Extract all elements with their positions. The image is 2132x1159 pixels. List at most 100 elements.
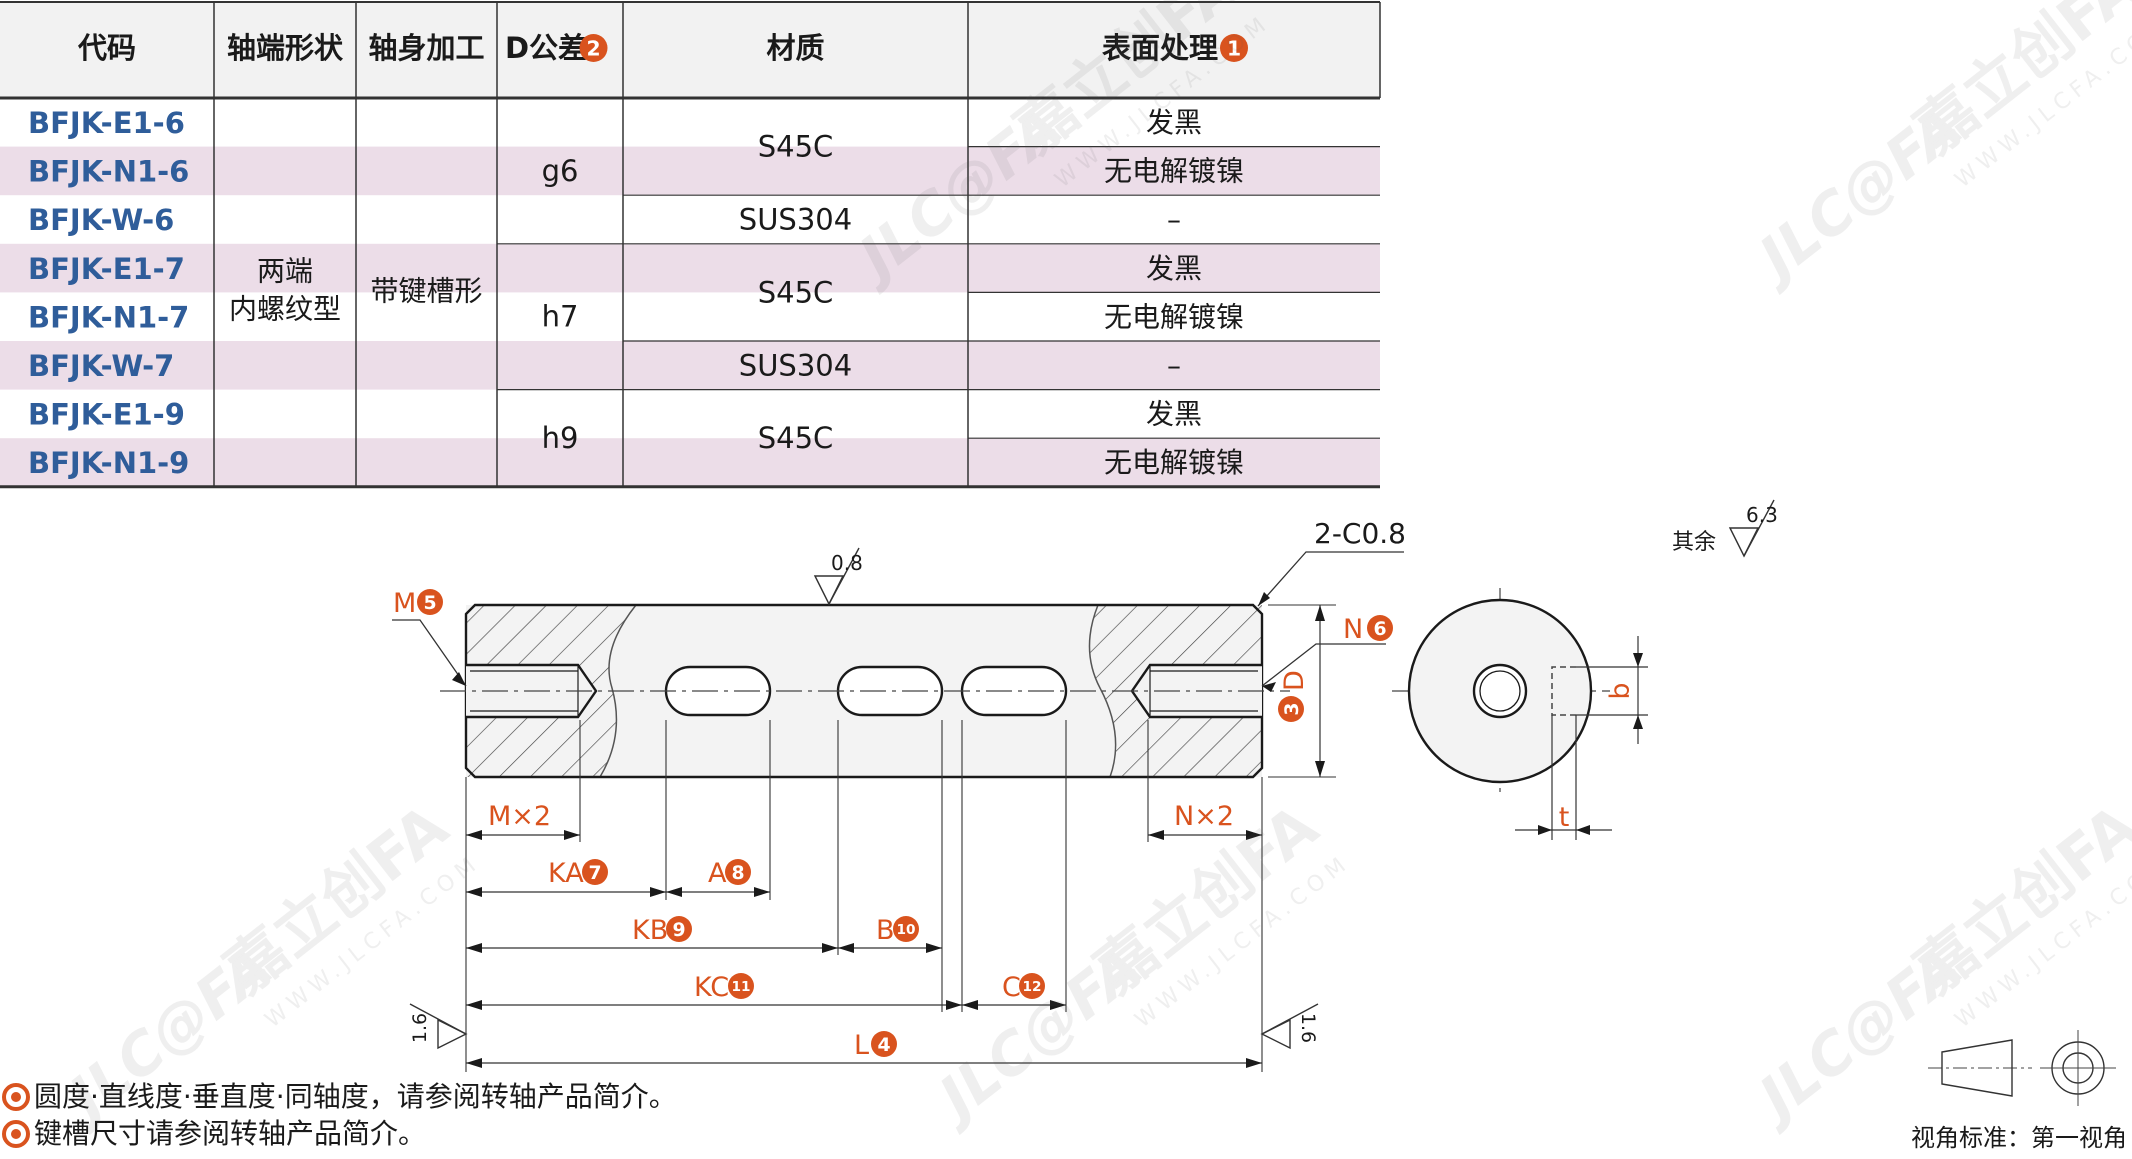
surface-cell: 发黑 bbox=[1146, 398, 1202, 431]
header-3: D公差 bbox=[505, 31, 587, 65]
code-cell: BFJK-E1-7 bbox=[28, 252, 185, 286]
material-cell: SUS304 bbox=[739, 203, 852, 237]
roughness-body-symbol-stem bbox=[828, 547, 860, 605]
note-bullet-icon bbox=[2, 1083, 30, 1111]
note-bullet-dot bbox=[11, 1129, 21, 1139]
roughness-body-symbol-triangle bbox=[813, 575, 845, 606]
dim-D-badge: 3 bbox=[1278, 696, 1304, 722]
surface-cell: 发黑 bbox=[1146, 106, 1202, 139]
shaft-end-view: bt bbox=[1392, 588, 1648, 840]
material-cell: S45C bbox=[758, 275, 834, 309]
roughness-rest-symbol-stem bbox=[1743, 499, 1775, 557]
roughness-rest-symbol: 6.3 bbox=[1728, 499, 1778, 558]
roughness-right-end-value: 1.6 bbox=[1297, 1013, 1319, 1043]
material-cell: SUS304 bbox=[739, 348, 852, 382]
code-cell: BFJK-N1-7 bbox=[28, 300, 189, 334]
table-header-bg bbox=[0, 2, 1380, 98]
dim-D-label-group: 3D bbox=[1278, 670, 1310, 722]
dim-KA-badge-disc bbox=[582, 859, 608, 885]
code-cell: BFJK-W-6 bbox=[28, 203, 174, 237]
material-cell: S45C bbox=[758, 130, 834, 164]
leader-N-arrow bbox=[1262, 682, 1276, 692]
dim-Nx2-label: N×2 bbox=[1174, 801, 1234, 832]
dim-A-badge-disc bbox=[725, 859, 751, 885]
roughness-body-symbol-value: 0.8 bbox=[831, 551, 863, 575]
header-note-5-badge-disc bbox=[1220, 34, 1248, 62]
surface-cell: 无电解镀镍 bbox=[1104, 446, 1244, 479]
roughness-rest-label: 其余 bbox=[1672, 530, 1716, 555]
dim-B-badge-disc bbox=[893, 916, 919, 942]
dim-KA-label: KA bbox=[548, 858, 584, 889]
leader-M bbox=[392, 619, 467, 687]
roughness-rest-symbol-value: 6.3 bbox=[1746, 503, 1778, 527]
shaft-end-line2: 内螺纹型 bbox=[229, 292, 341, 325]
dim-Mx2-label: M×2 bbox=[488, 801, 551, 832]
roughness-body-symbol: 0.8 bbox=[813, 547, 863, 606]
dim-D-badge-number: 3 bbox=[1282, 702, 1303, 715]
dim-D-label: D bbox=[1279, 670, 1310, 691]
label-M-badge: 5 bbox=[417, 589, 443, 615]
surface-cell: – bbox=[1167, 349, 1181, 382]
code-cell: BFJK-E1-6 bbox=[28, 106, 185, 140]
header-note-3-badge-disc bbox=[579, 34, 608, 62]
header-5: 表面处理 bbox=[1102, 31, 1218, 65]
label-M: M bbox=[393, 588, 416, 619]
note-bullet-icon bbox=[2, 1120, 30, 1148]
leader-N bbox=[1261, 643, 1386, 687]
surface-cell: 无电解镀镍 bbox=[1104, 300, 1244, 333]
dim-KC-badge-number: 11 bbox=[732, 979, 751, 995]
chamfer-arrow bbox=[1258, 592, 1270, 606]
dim-C-badge-number: 12 bbox=[1023, 979, 1042, 995]
dim-D-badge-disc bbox=[1278, 696, 1304, 722]
proj-cone bbox=[1941, 1039, 2013, 1097]
tolerance-cell: g6 bbox=[542, 154, 579, 188]
header-4: 材质 bbox=[766, 31, 824, 65]
view-standard-label: 视角标准：第一视角 bbox=[1911, 1124, 2127, 1152]
dim-L-label: L bbox=[854, 1030, 869, 1061]
tolerance-cell: h7 bbox=[542, 300, 579, 334]
dim-C-badge-disc bbox=[1019, 973, 1045, 999]
code-cell: BFJK-W-7 bbox=[28, 349, 174, 383]
table-row-bg bbox=[0, 341, 1380, 390]
note-text: 圆度·直线度·垂直度·同轴度，请参阅转轴产品简介。 bbox=[34, 1080, 677, 1113]
end-view-keyslot-hidden bbox=[1551, 666, 1576, 716]
roughness-left-end-triangle bbox=[437, 1018, 468, 1050]
dim-C-label: C bbox=[1002, 972, 1021, 1003]
code-cell: BFJK-E1-9 bbox=[28, 398, 185, 432]
dim-L-badge: 4 bbox=[871, 1031, 897, 1057]
label-N: N bbox=[1343, 614, 1363, 645]
roughness-right-end-triangle bbox=[1260, 1018, 1291, 1050]
dim-KB-badge-number: 9 bbox=[672, 920, 685, 941]
left-break-line bbox=[599, 604, 637, 778]
dim-KA-badge: 7 bbox=[582, 859, 608, 885]
dim-C-badge: 12 bbox=[1019, 973, 1045, 999]
dim-KC-badge: 11 bbox=[728, 973, 754, 999]
chamfer-leader bbox=[1257, 551, 1404, 607]
label-N-badge: 6 bbox=[1367, 615, 1393, 641]
dim-B-badge: 10 bbox=[893, 916, 919, 942]
roughness-rest-symbol-triangle bbox=[1728, 527, 1760, 558]
code-cell: BFJK-N1-9 bbox=[28, 446, 189, 480]
note-bullet-dot bbox=[11, 1092, 21, 1102]
note-text: 键槽尺寸请参阅转轴产品简介。 bbox=[34, 1117, 426, 1150]
dim-KB-label: KB bbox=[632, 915, 668, 946]
dim-B-label: B bbox=[876, 915, 895, 946]
shaft-side-view bbox=[440, 603, 1290, 779]
label-N-badge-number: 6 bbox=[1373, 619, 1386, 640]
header-2: 轴身加工 bbox=[368, 31, 484, 65]
dim-KA-badge-number: 7 bbox=[588, 863, 601, 884]
surface-cell: 无电解镀镍 bbox=[1104, 155, 1244, 188]
right-break-line bbox=[1088, 604, 1117, 778]
header-1: 轴端形状 bbox=[227, 31, 344, 65]
roughness-left-end-stem bbox=[409, 1003, 467, 1035]
header-note-3-badge: 2 bbox=[579, 34, 608, 62]
dim-t-arrows bbox=[1538, 825, 1590, 835]
dim-KC-label: KC bbox=[694, 972, 729, 1003]
header-note-5-badge: 1 bbox=[1220, 34, 1248, 62]
dim-A-badge-number: 8 bbox=[731, 863, 744, 884]
projection-symbol bbox=[1928, 1030, 2116, 1106]
surface-cell: 发黑 bbox=[1146, 252, 1202, 285]
dim-L-badge-disc bbox=[871, 1031, 897, 1057]
